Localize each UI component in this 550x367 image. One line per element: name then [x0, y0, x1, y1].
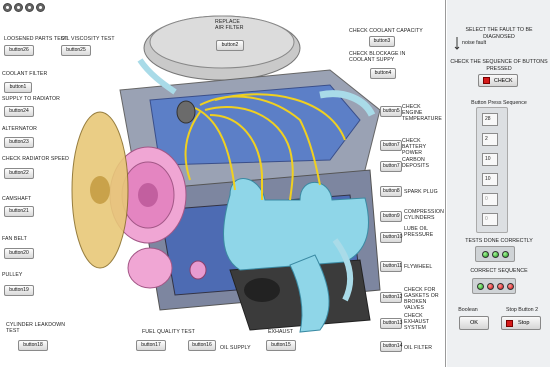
button9[interactable]: button9 [380, 211, 402, 222]
label-replace-air-filter: REPLACE AIR FILTER [215, 19, 244, 31]
check-button-label: CHECK [494, 78, 513, 84]
run-continuous-icon[interactable] [14, 3, 23, 12]
label-check-blockage: CHECK BLOCKAGE IN COOLANT SUPPY [349, 51, 406, 63]
label-lube-oil-pressure: LUBE OIL PRESSURE [404, 226, 434, 238]
label-check-battery-power: CHECK BATTERY POWER [402, 138, 427, 156]
tests-done-label: TESTS DONE CORRECTLY [465, 238, 533, 244]
label-alternator: ALTERNATOR [2, 126, 38, 132]
label-check-exhaust-system: CHECK EXHAUST SYSTEM [404, 313, 430, 331]
button17[interactable]: button17 [136, 340, 166, 351]
sequence-item[interactable]: 10 [482, 153, 498, 166]
sequence-array-box [476, 107, 508, 233]
check-button[interactable]: CHECK [478, 74, 518, 87]
button1[interactable]: button1 [4, 82, 32, 93]
ok-button[interactable]: OK [459, 316, 489, 330]
sequence-item[interactable]: 0 [482, 193, 498, 206]
stop-button-label: Stop [518, 320, 530, 326]
button10[interactable]: button10 [380, 232, 402, 243]
button12[interactable]: button12 [380, 292, 402, 303]
label-supply-to-radiator: SUPPLY TO RADIATOR [2, 96, 61, 102]
sequence-item[interactable]: 10 [482, 173, 498, 186]
led-green-icon [502, 251, 509, 258]
label-fan-belt: FAN BELT [2, 236, 27, 242]
button11[interactable]: button11 [380, 261, 402, 272]
led-red-icon [507, 283, 514, 290]
boolean-label: Boolean [458, 307, 478, 313]
led-green-icon [477, 283, 484, 290]
engine-diagram-panel: LOOSENED PARTS TEST button26 OIL VISCOSI… [0, 0, 446, 367]
stop-button[interactable]: Stop [501, 316, 541, 330]
run-icon[interactable] [3, 3, 12, 12]
fault-slider-icon[interactable] [454, 35, 470, 51]
label-flywheel: FLYWHEEL [404, 264, 433, 270]
abort-icon[interactable] [25, 3, 34, 12]
stop-button-2-label: Stop Button 2 [505, 307, 539, 313]
button13[interactable]: button13 [380, 318, 402, 329]
label-exhaust: EXHAUST [268, 329, 294, 335]
button14[interactable]: button14 [380, 341, 402, 352]
stop-indicator-icon [506, 320, 513, 327]
button-press-sequence-label: Button Press Sequence [471, 100, 527, 106]
label-oil-filter: OIL FILTER [404, 345, 433, 351]
led-red-icon [487, 283, 494, 290]
label-loosened-parts-test: LOOSENED PARTS TEST [4, 36, 68, 42]
button21[interactable]: button21 [4, 206, 34, 217]
engine-illustration [71, 15, 381, 333]
button6[interactable]: button7 [380, 140, 402, 151]
tests-done-led-array [475, 246, 515, 262]
label-compression-cylinders: COMPRESSION CYLINDERS [404, 209, 445, 221]
correct-sequence-led-array [472, 278, 516, 294]
button20[interactable]: button20 [4, 248, 34, 259]
label-pulley: PULLEY [2, 272, 23, 278]
button8[interactable]: button8 [380, 186, 402, 197]
pause-icon[interactable] [36, 3, 45, 12]
button3[interactable]: button3 [369, 36, 395, 47]
button5[interactable]: button5 [380, 106, 402, 117]
check-sequence-label: CHECK THE SEQUENCE OF BUTTONS PRESSED [450, 59, 548, 72]
sequence-item[interactable]: 2 [482, 133, 498, 146]
label-fuel-quality-test: FUEL QUALITY TEST [142, 329, 195, 335]
button18[interactable]: button18 [18, 340, 48, 351]
select-fault-label: SELECT THE FAULT TO BE DIAGNOSED [465, 27, 533, 40]
button24[interactable]: button24 [4, 106, 34, 117]
label-check-radiator-speed: CHECK RADIATOR SPEED [2, 156, 69, 162]
label-oil-viscosity-test: OIL VISCOSITY TEST [61, 36, 115, 42]
button2[interactable]: button2 [216, 40, 244, 51]
button15[interactable]: button15 [266, 340, 296, 351]
led-red-icon [497, 283, 504, 290]
label-cylinder-leakdown-test: CYLINDER LEAKDOWN TEST [6, 322, 66, 334]
label-check-gaskets: CHECK FOR GASKETS OR BROKEN VALVES [404, 287, 439, 311]
led-green-icon [482, 251, 489, 258]
label-spark-plug: SPARK PLUG [404, 189, 438, 195]
led-green-icon [492, 251, 499, 258]
fault-select-value[interactable]: noise fault [462, 40, 487, 46]
correct-sequence-label: CORRECT SEQUENCE [470, 268, 528, 274]
check-indicator-icon [483, 77, 490, 84]
button4[interactable]: button4 [370, 68, 396, 79]
label-check-coolant-capacity: CHECK COOLANT CAPACITY [349, 28, 423, 34]
button26[interactable]: button26 [4, 45, 34, 56]
sequence-item[interactable]: 0 [482, 213, 498, 226]
button19[interactable]: button19 [4, 285, 34, 296]
button23[interactable]: button23 [4, 137, 34, 148]
label-coolant-filter: COOLANT FILTER [2, 71, 48, 77]
button16[interactable]: button16 [188, 340, 216, 351]
label-camshaft: CAMSHAFT [2, 196, 32, 202]
button25[interactable]: button25 [61, 45, 91, 56]
toolbar [3, 3, 45, 13]
button22[interactable]: button22 [4, 168, 34, 179]
button7[interactable]: button7 [380, 161, 402, 172]
label-carbon-deposits: CARBON DEPOSITS [402, 157, 430, 169]
label-check-engine-temperature: CHECK ENGINE TEMPERATURE [402, 104, 442, 122]
sequence-item[interactable]: 28 [482, 113, 498, 126]
label-oil-supply: OIL SUPPLY [220, 345, 251, 351]
